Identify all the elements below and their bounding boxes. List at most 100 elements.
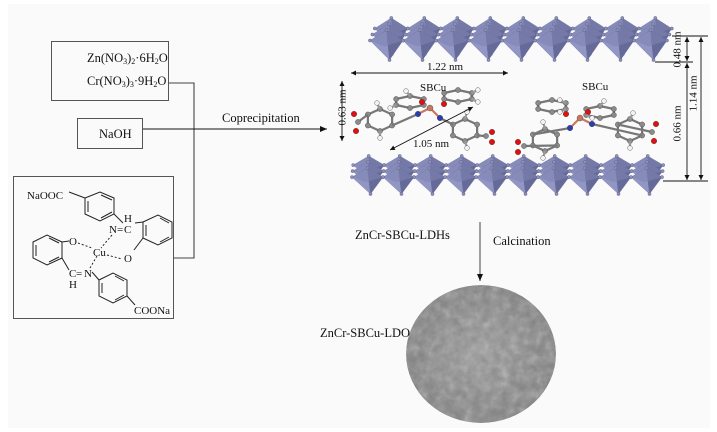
octahedron [598,166,633,196]
atom [535,100,541,106]
dimension-annotations [339,35,708,182]
ldh-layer-bottom [350,154,666,196]
layer-vertex [504,26,509,31]
atom [387,105,393,111]
formula-part: O [158,51,168,65]
layer-vertex [475,163,480,167]
layer-vertex [620,16,625,20]
layer-vertex [552,58,557,62]
layer-vertex [554,16,559,20]
diagonal-arrow [389,106,474,151]
layer-vertex [428,160,432,164]
layer-vertex [630,163,635,167]
layer-vertex [453,58,458,62]
o-left-label: O [69,236,77,248]
bond [591,122,643,137]
formula-part: ) [127,51,132,65]
atom [549,109,555,115]
n-top-label: N [109,224,117,236]
atom [415,110,422,117]
layer-vertex [598,169,603,173]
formula-part: Zn(NO [87,51,124,65]
atom [455,99,461,105]
atom [557,97,563,103]
layer-vertex [637,26,641,31]
layer-vertex [459,154,464,158]
naoh-box [77,118,143,149]
atom [450,132,456,139]
layer-vertex [533,38,537,43]
layer-vertex [601,32,606,37]
layer-thickness-label: 0.48 nm [671,31,684,68]
octahedron [500,28,537,62]
sbcu-label-left: SBCu [420,82,447,94]
octahedron [533,28,570,62]
h-top-label: H [124,213,132,225]
layer-vertex [629,169,634,173]
bond [523,144,558,148]
layer-vertex [370,32,375,37]
layer-vertex [653,16,658,20]
layer-vertex [397,160,401,164]
atom [515,148,522,155]
atom [557,109,563,115]
layer-vertex [368,38,372,43]
layer-vertex [598,175,602,179]
bond [532,126,571,136]
layer-vertex [632,38,636,43]
layer-vertex [492,192,497,196]
layer-vertex [568,163,573,167]
octahedron [567,166,602,196]
layer-vertex [450,28,455,32]
layer-vertex [614,154,619,158]
atom [441,100,448,107]
layer-vertex [566,38,570,43]
layer-vertex [519,58,524,62]
atom [475,87,481,93]
layer-vertex [427,166,432,170]
atom [585,108,592,115]
layer-vertex [500,38,504,43]
layer-vertex [387,22,391,26]
layer-vertex [384,28,389,32]
layer-vertex [490,154,495,158]
formula-sub: 3 [121,80,126,89]
atom [474,121,480,128]
formula-sub: 3 [123,57,128,66]
layer-vertex [585,58,590,62]
layer-vertex [506,163,511,167]
layer-vertex [615,28,620,32]
formula-part: ·9H [133,74,154,88]
zn-nitrate-label: Zn(NO3)2·6H2O [87,52,168,66]
layer-vertex [430,192,435,196]
layer-vertex [582,166,587,170]
layer-vertex [552,160,556,164]
h-bottom-label: H [69,279,77,291]
layer-vertex [647,192,652,196]
layer-vertex [660,169,665,173]
layer-vertex [552,154,557,158]
layer-vertex [583,154,588,158]
layer-vertex [523,192,528,196]
layer-vertex [599,163,604,167]
atom [630,110,636,116]
coprecipitation-label: Coprecipitation [222,111,300,125]
layer-vertex [420,22,424,26]
atom [567,124,574,131]
benzene-ring-bottom [98,272,128,304]
layer-vertex [618,58,623,62]
phenol-ring-left [32,234,63,266]
guest-height-label: 0.63 nm [336,89,349,126]
layer-vertex [587,16,592,20]
layer-vertex [614,160,618,164]
layer-vertex [661,163,666,167]
layer-vertex [645,160,649,164]
layer-vertex [521,160,525,164]
atom [419,98,426,105]
atom [639,121,645,128]
atom [389,111,395,118]
formula-part: ) [125,74,130,88]
layer-vertex [604,26,608,31]
basal-spacing-label: 1.14 nm [687,75,700,112]
octahedron [632,28,669,62]
